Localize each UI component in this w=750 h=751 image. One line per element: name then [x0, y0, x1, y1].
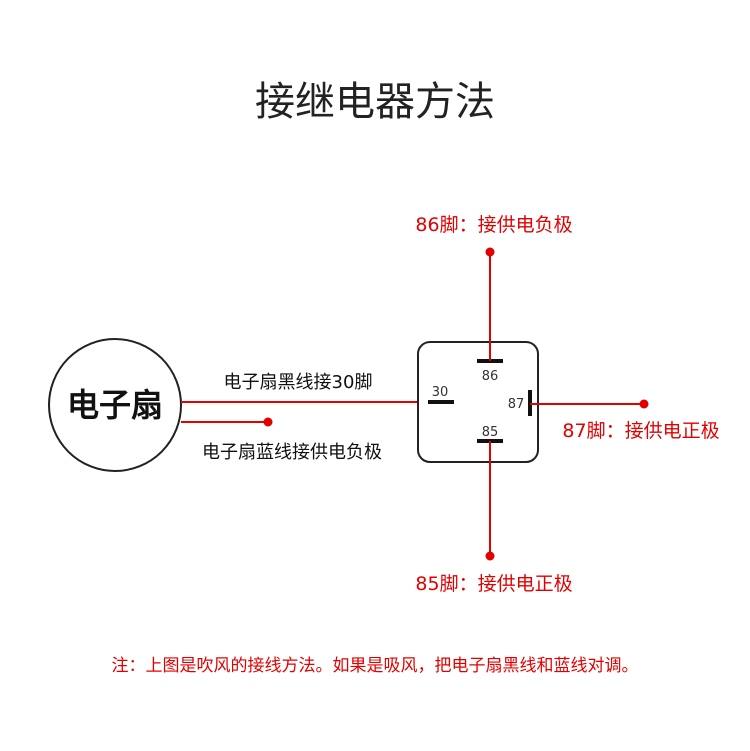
- black-wire-label: 电子扇黑线接30脚: [224, 372, 373, 393]
- pin85-description: 85脚：接供电正极: [415, 573, 572, 595]
- fan-label: 电子扇: [67, 386, 163, 424]
- fan-circle: [48, 338, 182, 472]
- pin87-description: 87脚：接供电正极: [562, 420, 719, 442]
- pin87-wire-dot: [639, 399, 649, 409]
- pin85-wire-dot: [485, 551, 495, 561]
- blue-wire-label: 电子扇蓝线接供电负极: [202, 442, 382, 463]
- pin86-wire-dot: [485, 247, 495, 257]
- blue-wire-terminal-dot: [263, 417, 273, 427]
- pin86-label: 86: [482, 369, 499, 384]
- pin86-description: 86脚：接供电负极: [415, 214, 572, 236]
- page-title: 接继电器方法: [255, 79, 495, 125]
- pin87-label: 87: [508, 397, 525, 412]
- wiring-note: 注：上图是吹风的接线方法。如果是吸风，把电子扇黑线和蓝线对调。: [112, 656, 639, 676]
- relay-body: [417, 341, 539, 463]
- pin85-label: 85: [482, 425, 499, 440]
- pin30-label: 30: [432, 385, 449, 400]
